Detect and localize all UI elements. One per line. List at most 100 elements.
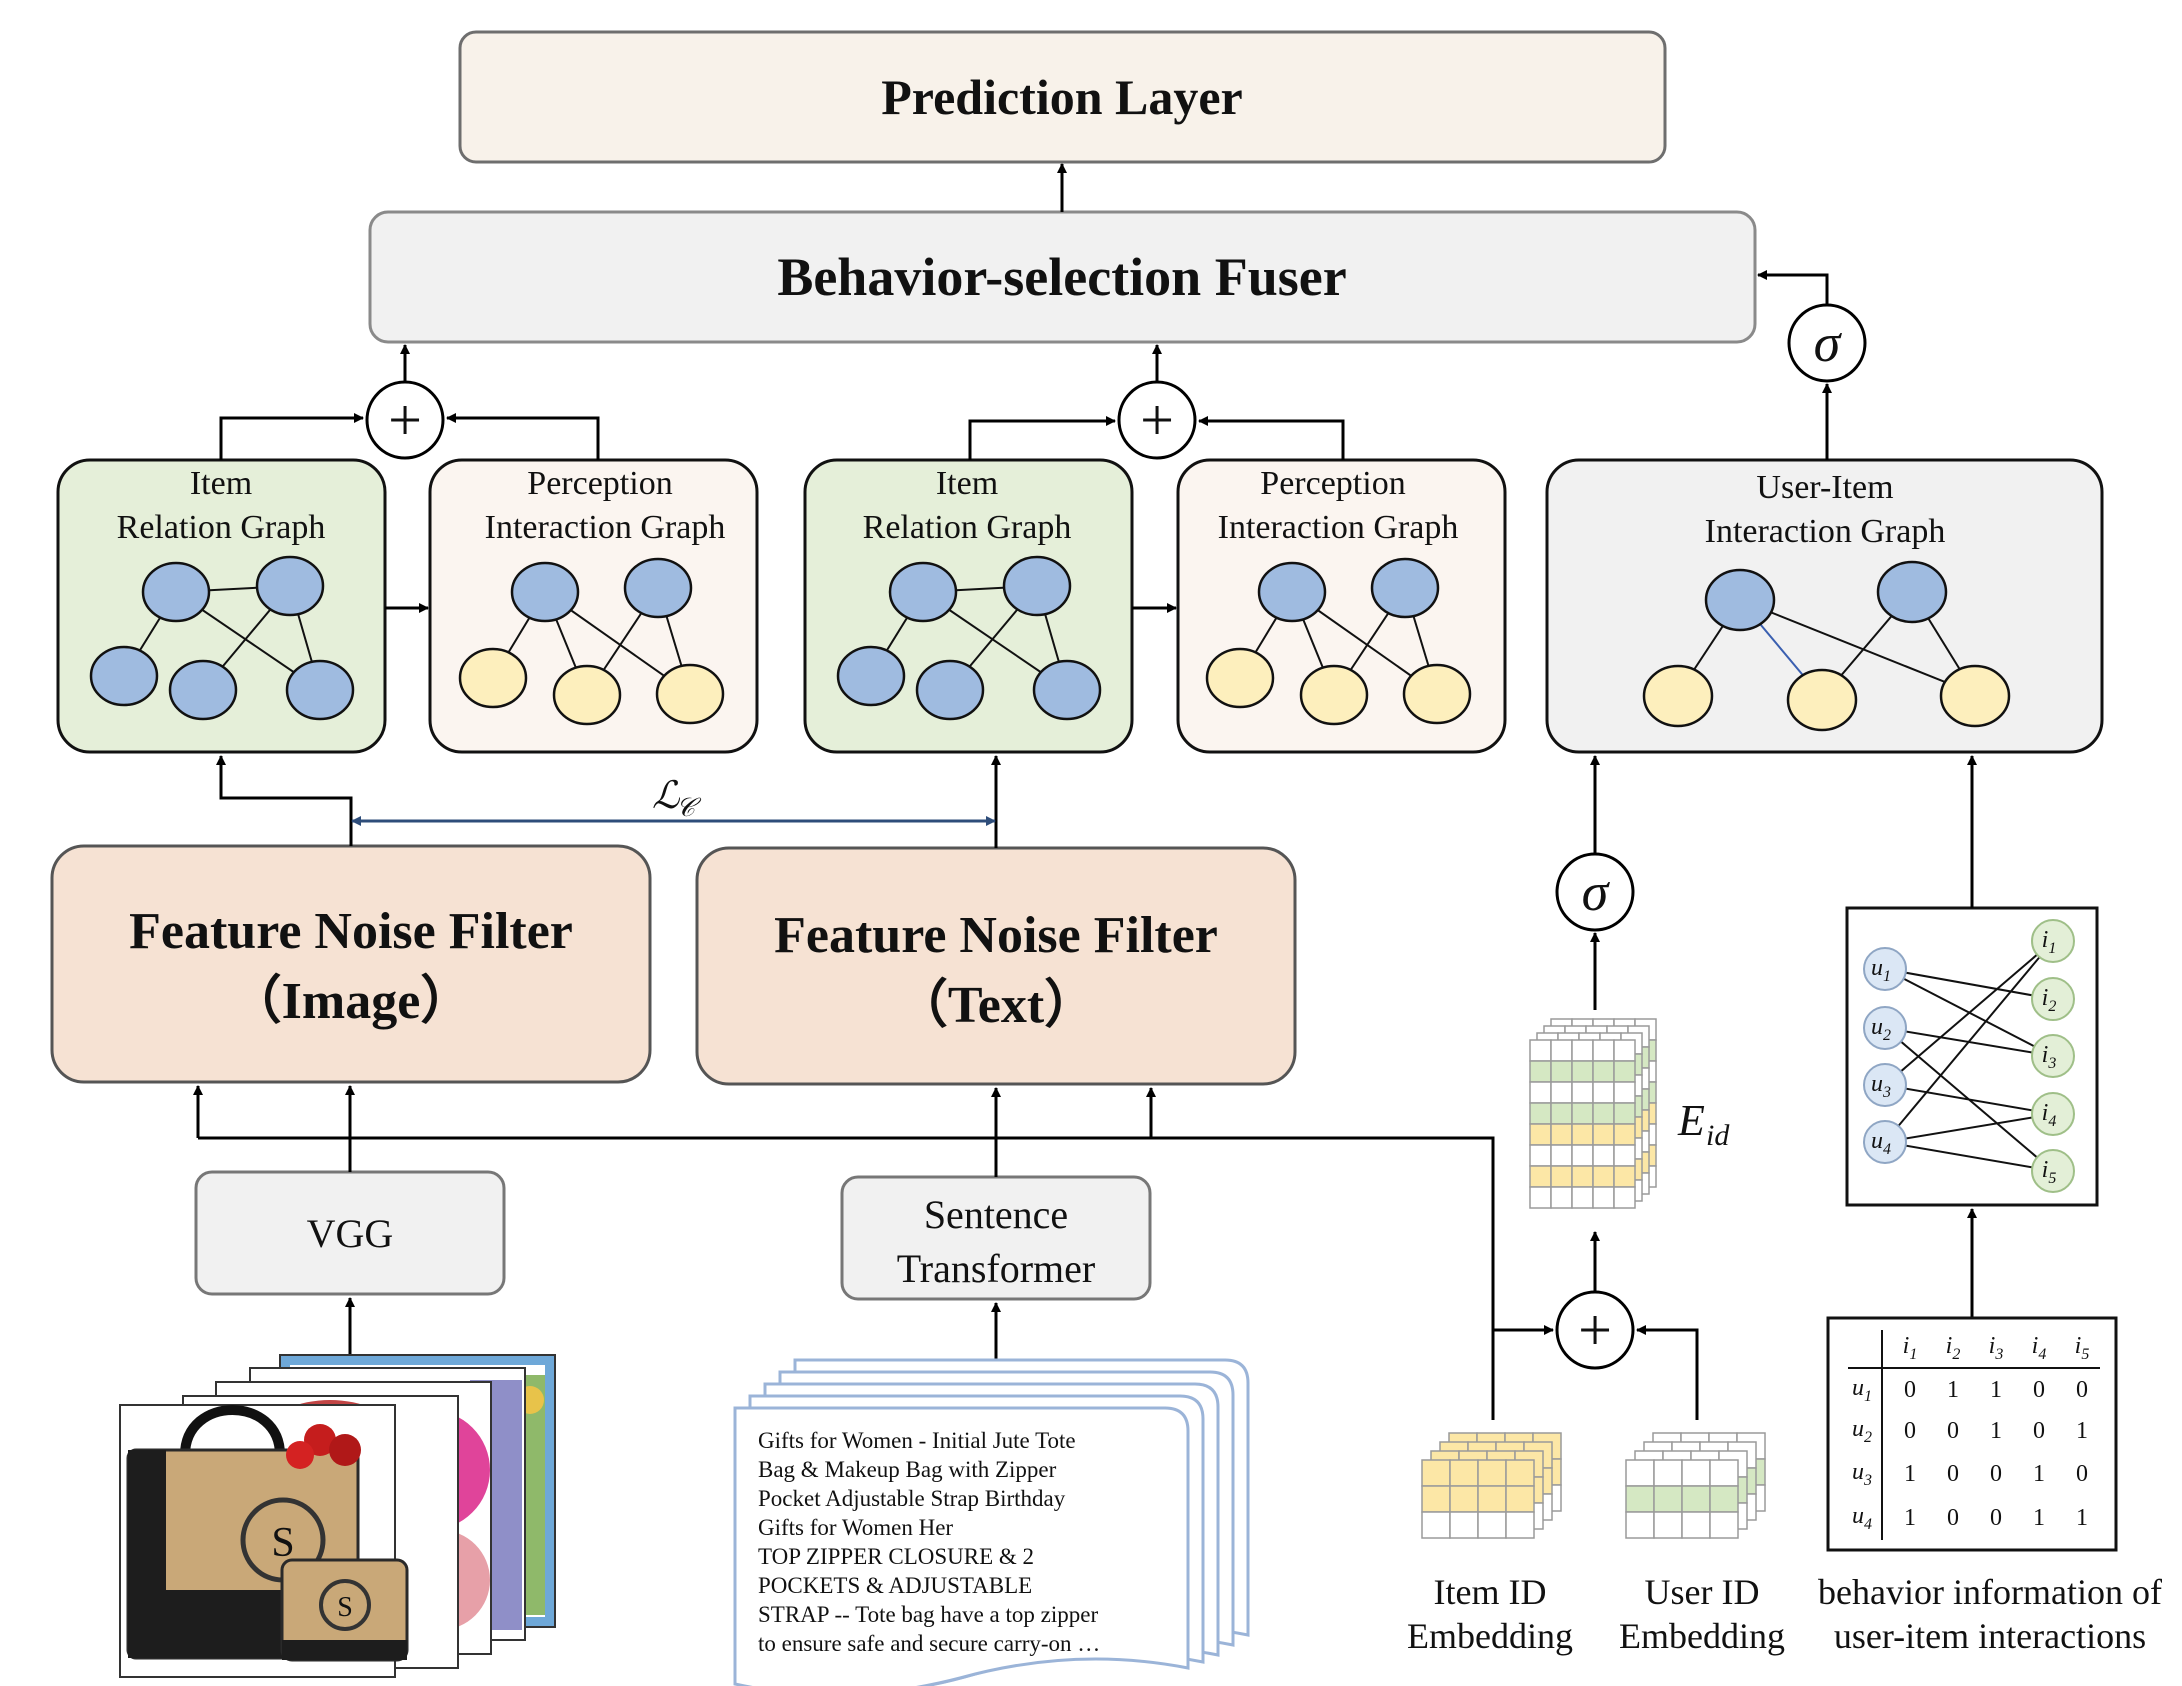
perception-graph-text: Perception Interaction Graph <box>1176 458 1507 754</box>
table-cell: 0 <box>1947 1418 1959 1444</box>
graph-node <box>836 645 906 707</box>
matrix-cell <box>1681 1485 1711 1513</box>
matrix-cell <box>1592 1165 1615 1188</box>
item-relation-graph-text-title-1: Item <box>936 465 998 502</box>
arrow-sigma-to-fuser <box>1757 270 1829 305</box>
item-relation-graph-image-title-1: Item <box>190 465 252 502</box>
product-text-line: TOP ZIPPER CLOSURE & 2 <box>758 1544 1034 1569</box>
arrow-perception2-to-plus <box>1198 416 1345 460</box>
item-relation-graph-image-title-2: Relation Graph <box>117 509 326 546</box>
product-text-lines: Gifts for Women - Initial Jute Tote Bag … <box>758 1428 1100 1656</box>
arrow-item2-to-plus <box>968 416 1116 460</box>
plus-circle-text: + <box>1117 380 1197 460</box>
graph-node <box>1002 555 1072 617</box>
table-cell: 0 <box>1990 1505 2002 1531</box>
graph-node <box>888 561 958 623</box>
matrix-cell <box>1571 1165 1594 1188</box>
table-cell: 0 <box>1990 1461 2002 1487</box>
perception-graph-image-title-2: Interaction Graph <box>485 509 726 546</box>
bipartite-edge <box>1884 968 2054 1000</box>
perception-graph-text-title-1: Perception <box>1260 465 1405 502</box>
matrix-cell <box>1592 1081 1615 1104</box>
matrix-cell <box>1449 1511 1479 1539</box>
table-cell: 1 <box>2033 1505 2045 1531</box>
matrix-cell <box>1681 1459 1711 1487</box>
matrix-cell <box>1613 1039 1636 1062</box>
matrix-cell <box>1613 1060 1636 1083</box>
user-node <box>1863 1120 1907 1164</box>
item-node <box>2031 1149 2075 1193</box>
matrix-cell <box>1505 1459 1535 1487</box>
matrix-cell <box>1449 1485 1479 1513</box>
user-item-graph: User-Item Interaction Graph <box>1545 458 2104 754</box>
graph-node <box>141 561 211 623</box>
matrix-cell <box>1529 1123 1552 1146</box>
graph-node <box>623 557 693 619</box>
matrix-cell <box>1613 1186 1636 1209</box>
arrow-item1-to-plus <box>219 413 364 460</box>
matrix-cell <box>1592 1186 1615 1209</box>
svg-text:+: + <box>1578 1297 1612 1363</box>
matrix-cell <box>1592 1123 1615 1146</box>
sentence-transformer-label-1: Sentence <box>924 1192 1068 1237</box>
matrix-cell <box>1477 1485 1507 1513</box>
sigma-circle-top: σ <box>1787 303 1867 383</box>
graph-node <box>458 647 528 709</box>
matrix-cell <box>1571 1039 1594 1062</box>
graph-node <box>1205 647 1275 709</box>
product-text-line: Gifts for Women Her <box>758 1515 953 1540</box>
perception-graph-image: Perception Interaction Graph <box>428 458 759 754</box>
user-id-embedding-stack <box>1625 1432 1766 1539</box>
graph-node <box>1642 664 1714 728</box>
contrastive-loss-label: ℒ <box>652 775 681 817</box>
behavior-caption-1: behavior information of <box>1818 1572 2162 1612</box>
item-node <box>2031 1092 2075 1136</box>
filter-text-subtitle: （Text） <box>896 976 1096 1034</box>
matrix-cell <box>1613 1123 1636 1146</box>
table-cell: 1 <box>1990 1377 2002 1403</box>
matrix-cell <box>1571 1186 1594 1209</box>
fuser-label: Behavior-selection Fuser <box>777 247 1346 307</box>
user-item-graph-title-2: Interaction Graph <box>1705 513 1946 550</box>
matrix-cell <box>1592 1060 1615 1083</box>
graph-node <box>655 663 725 725</box>
matrix-cell <box>1529 1165 1552 1188</box>
perception-graph-image-title-1: Perception <box>527 465 672 502</box>
graph-node <box>1402 663 1472 725</box>
matrix-cell <box>1653 1459 1683 1487</box>
eid-label: E <box>1677 1096 1705 1145</box>
table-cell: 1 <box>2033 1461 2045 1487</box>
graph-node <box>552 664 622 726</box>
table-cell: 1 <box>2076 1418 2088 1444</box>
contrastive-loss-subscript: 𝒞 <box>676 793 702 822</box>
product-text-line: Gifts for Women - Initial Jute Tote <box>758 1428 1076 1453</box>
matrix-cell <box>1592 1144 1615 1167</box>
graph-node <box>168 659 238 721</box>
matrix-cell <box>1529 1060 1552 1083</box>
plus-circle-image: + <box>365 380 445 460</box>
sigma-circle-bottom: σ <box>1555 852 1635 932</box>
user-node <box>1863 1006 1907 1050</box>
matrix-cell <box>1653 1511 1683 1539</box>
item-embedding-label-1: Item ID <box>1434 1572 1547 1612</box>
graph-node <box>1876 560 1948 624</box>
table-cell: 0 <box>1904 1418 1916 1444</box>
table-cell: 0 <box>2033 1418 2045 1444</box>
matrix-cell <box>1653 1485 1683 1513</box>
matrix-cell <box>1550 1102 1573 1125</box>
user-item-graph-title-1: User-Item <box>1756 469 1893 506</box>
svg-text:σ: σ <box>1582 862 1611 922</box>
matrix-cell <box>1571 1123 1594 1146</box>
table-cell: 1 <box>1947 1377 1959 1403</box>
product-text-line: Pocket Adjustable Strap Birthday <box>758 1486 1066 1511</box>
matrix-cell <box>1550 1081 1573 1104</box>
matrix-cell <box>1550 1165 1573 1188</box>
matrix-cell <box>1550 1186 1573 1209</box>
prediction-layer-box: Prediction Layer <box>458 30 1667 164</box>
matrix-cell <box>1529 1039 1552 1062</box>
graph-node <box>1299 664 1369 726</box>
graph-node <box>285 659 355 721</box>
